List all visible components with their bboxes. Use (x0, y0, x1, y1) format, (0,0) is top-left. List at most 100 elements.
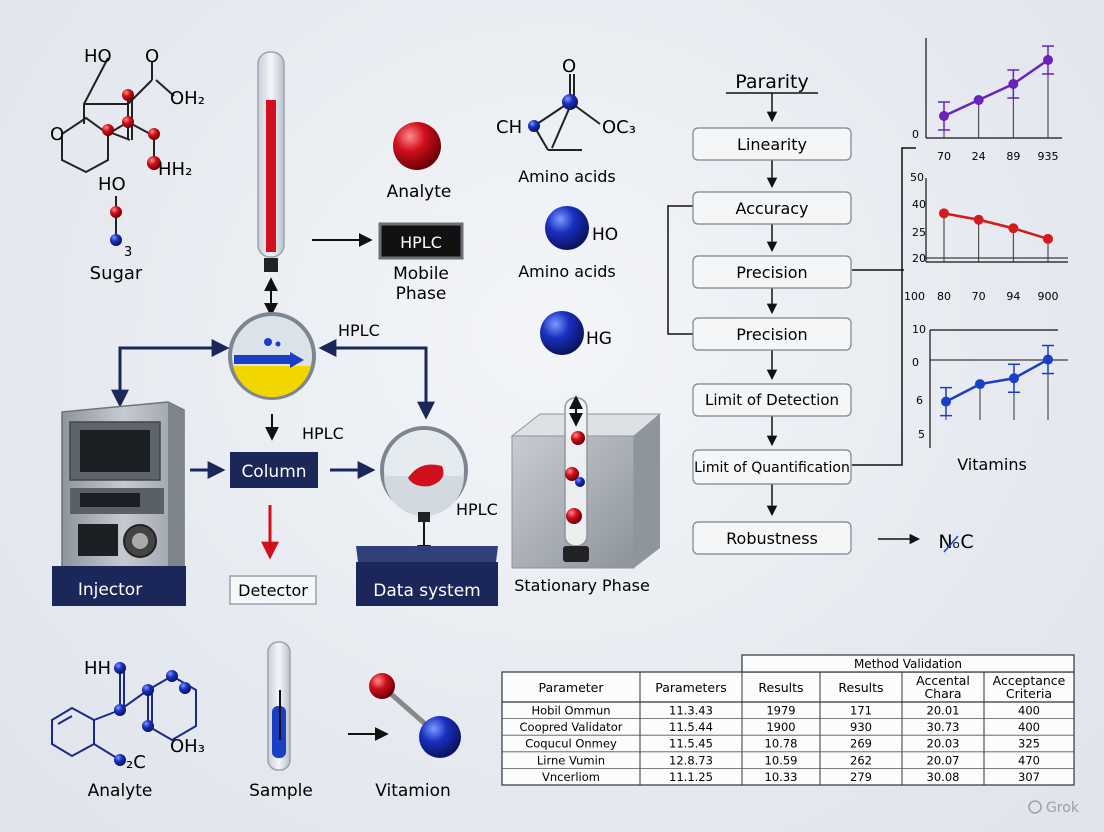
sugar-ring-o-label: O (50, 124, 64, 145)
chart-y-tick-label: 50 (910, 171, 924, 184)
data-system-label: Data system (373, 581, 480, 601)
chart-x-tick-label: 24 (972, 150, 986, 163)
table-header-cell: Accental (916, 673, 970, 688)
analyte-oh3-label: OH₃ (170, 736, 205, 757)
sugar-ho-bottom: HO (98, 174, 126, 195)
chart-point (939, 111, 949, 121)
table-header-cell: Acceptance (993, 673, 1066, 688)
data-system-platform (356, 546, 498, 606)
grok-watermark: Grok (1046, 800, 1080, 816)
flowchart-title: Pararity (735, 71, 809, 93)
chart-point (1043, 55, 1053, 65)
table-header-cell: Parameter (538, 680, 604, 695)
step-robustness: Robustness (726, 529, 818, 548)
amino-o-label: O (562, 56, 576, 77)
step-limit-of-quantification: Limit of Quantification (694, 460, 850, 476)
analyte-ball-label: Analyte (387, 182, 452, 202)
table-cell: 11.5.45 (669, 737, 713, 751)
step-precision-2: Precision (736, 325, 807, 344)
amino-blue-ball-2 (540, 311, 584, 355)
amino-ch-label: CH (496, 117, 522, 138)
chart-x-tick-label: 70 (972, 290, 986, 303)
vitamion-molecule (369, 673, 461, 758)
analyte-red-ball (393, 122, 441, 170)
table-cell: Vncerliom (542, 770, 600, 784)
table-cell: 30.73 (927, 720, 960, 734)
table-cell: 1979 (766, 704, 795, 718)
chart-x-tick-label: 80 (937, 290, 951, 303)
sugar-label: Sugar (90, 263, 143, 284)
vitamion-label: Vitamion (375, 781, 451, 801)
table-cell: 279 (850, 770, 872, 784)
table-cell: 171 (850, 704, 872, 718)
hplc-mid-label: HPLC (302, 424, 344, 443)
table-cell: 12.8.73 (669, 753, 713, 767)
chart-point (975, 379, 985, 390)
sugar-o-label: O (145, 46, 159, 67)
table-cell: 11.1.25 (669, 770, 713, 784)
analyte-c-label: ₂C (126, 752, 146, 773)
column-box (230, 452, 318, 488)
table-cell: Coopred Validator (520, 720, 623, 734)
table-cell: 262 (850, 753, 872, 767)
chart-point (1008, 223, 1019, 234)
chart-y-tick-label: 6 (916, 394, 923, 407)
analyte-molecule: HH OH₃ ₂C (51, 658, 205, 773)
amino-acids-label-1: Amino acids (518, 167, 616, 186)
chart-series-line (943, 212, 1049, 241)
stationary-phase-label: Stationary Phase (514, 576, 650, 595)
table-cell: 10.78 (765, 737, 798, 751)
chart-point (973, 95, 984, 105)
chart-series-line (945, 358, 1049, 403)
table-header-cell: Criteria (1006, 686, 1052, 701)
table-cell: Lirne Vumin (537, 753, 605, 767)
chart-y-tick-label: 20 (912, 252, 926, 265)
chart-y-tick-label: 10 (912, 323, 926, 336)
chart-series-line (943, 58, 1049, 118)
table-cell: 20.03 (927, 737, 960, 751)
chart-y-tick-label: 40 (912, 198, 926, 211)
table-frame (501, 671, 1075, 786)
injector-machine (52, 401, 186, 606)
chart-x-tick-label: 935 (1038, 150, 1059, 163)
chart-point (1008, 79, 1019, 89)
table-cell: 20.01 (927, 704, 960, 718)
chart-point (941, 396, 951, 407)
table-cell: 400 (1018, 704, 1040, 718)
ball-ho-label: HO (592, 225, 618, 245)
table-cell: Hobil Ommun (531, 704, 610, 718)
table-cell: 470 (1018, 753, 1040, 767)
amino-blue-ball-1 (545, 206, 589, 250)
table-cell: 11.5.44 (669, 720, 713, 734)
sugar-ho-top: HO (84, 46, 112, 67)
mobile-phase-label-1: Mobile (393, 264, 449, 284)
table-cell: 20.07 (927, 753, 960, 767)
stationary-phase-cube (510, 395, 662, 569)
step-limit-of-detection: Limit of Detection (705, 391, 839, 409)
step-precision-1: Precision (736, 263, 807, 282)
chart-point (1043, 354, 1053, 365)
sugar-molecule: HO O OH₂ O HH₂ HO 3 Sugar (50, 46, 205, 284)
column-label: Column (241, 462, 306, 482)
sample-lens (228, 312, 316, 400)
chart-y-tick-label: 0 (912, 356, 919, 369)
chart-point (1009, 373, 1019, 384)
hplc-right-label: HPLC (456, 500, 498, 519)
hplc-box-label: HPLC (400, 233, 442, 252)
step-accuracy: Accuracy (735, 199, 808, 218)
chart-y-tick-label: 25 (912, 226, 926, 239)
table-cell: 10.33 (765, 770, 798, 784)
table-row: Hobil Ommun 11.3.43 1979 171 20.01 400 (531, 704, 1040, 718)
ball-hg-label: HG (586, 329, 612, 349)
chart-y-tick-label: 0 (912, 128, 919, 141)
table-cell: 11.3.43 (669, 704, 713, 718)
chart-y-tick-label: 5 (918, 428, 925, 441)
chart-x-tick-label: 900 (1038, 290, 1059, 303)
detector-box (229, 575, 317, 605)
